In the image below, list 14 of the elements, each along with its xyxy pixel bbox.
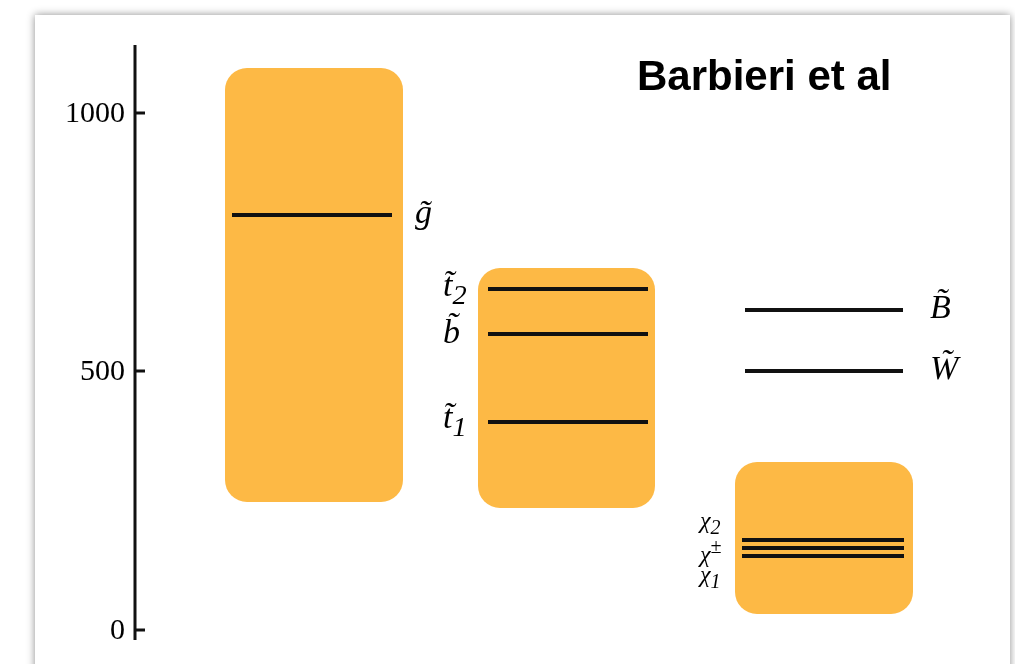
mass-range-band <box>225 68 403 502</box>
particle-label: W̃ <box>930 351 959 385</box>
particle-label: t̃$_{2}$ <box>443 268 467 312</box>
tick-label: 500 <box>79 355 125 385</box>
chart-title: Barbieri et al <box>637 52 892 100</box>
mass-range-band <box>478 268 655 508</box>
particle-label: B̃ <box>930 290 951 324</box>
particle-label: g̃ <box>415 195 432 229</box>
particle-label: t̃$_{1}$ <box>443 400 467 444</box>
particle-label: χ$_{2}$ <box>700 508 721 539</box>
tick-label: 1000 <box>64 97 125 127</box>
tick-label: 0 <box>109 614 125 644</box>
particle-label: b̃ <box>443 315 460 349</box>
mass-range-band <box>735 462 913 614</box>
